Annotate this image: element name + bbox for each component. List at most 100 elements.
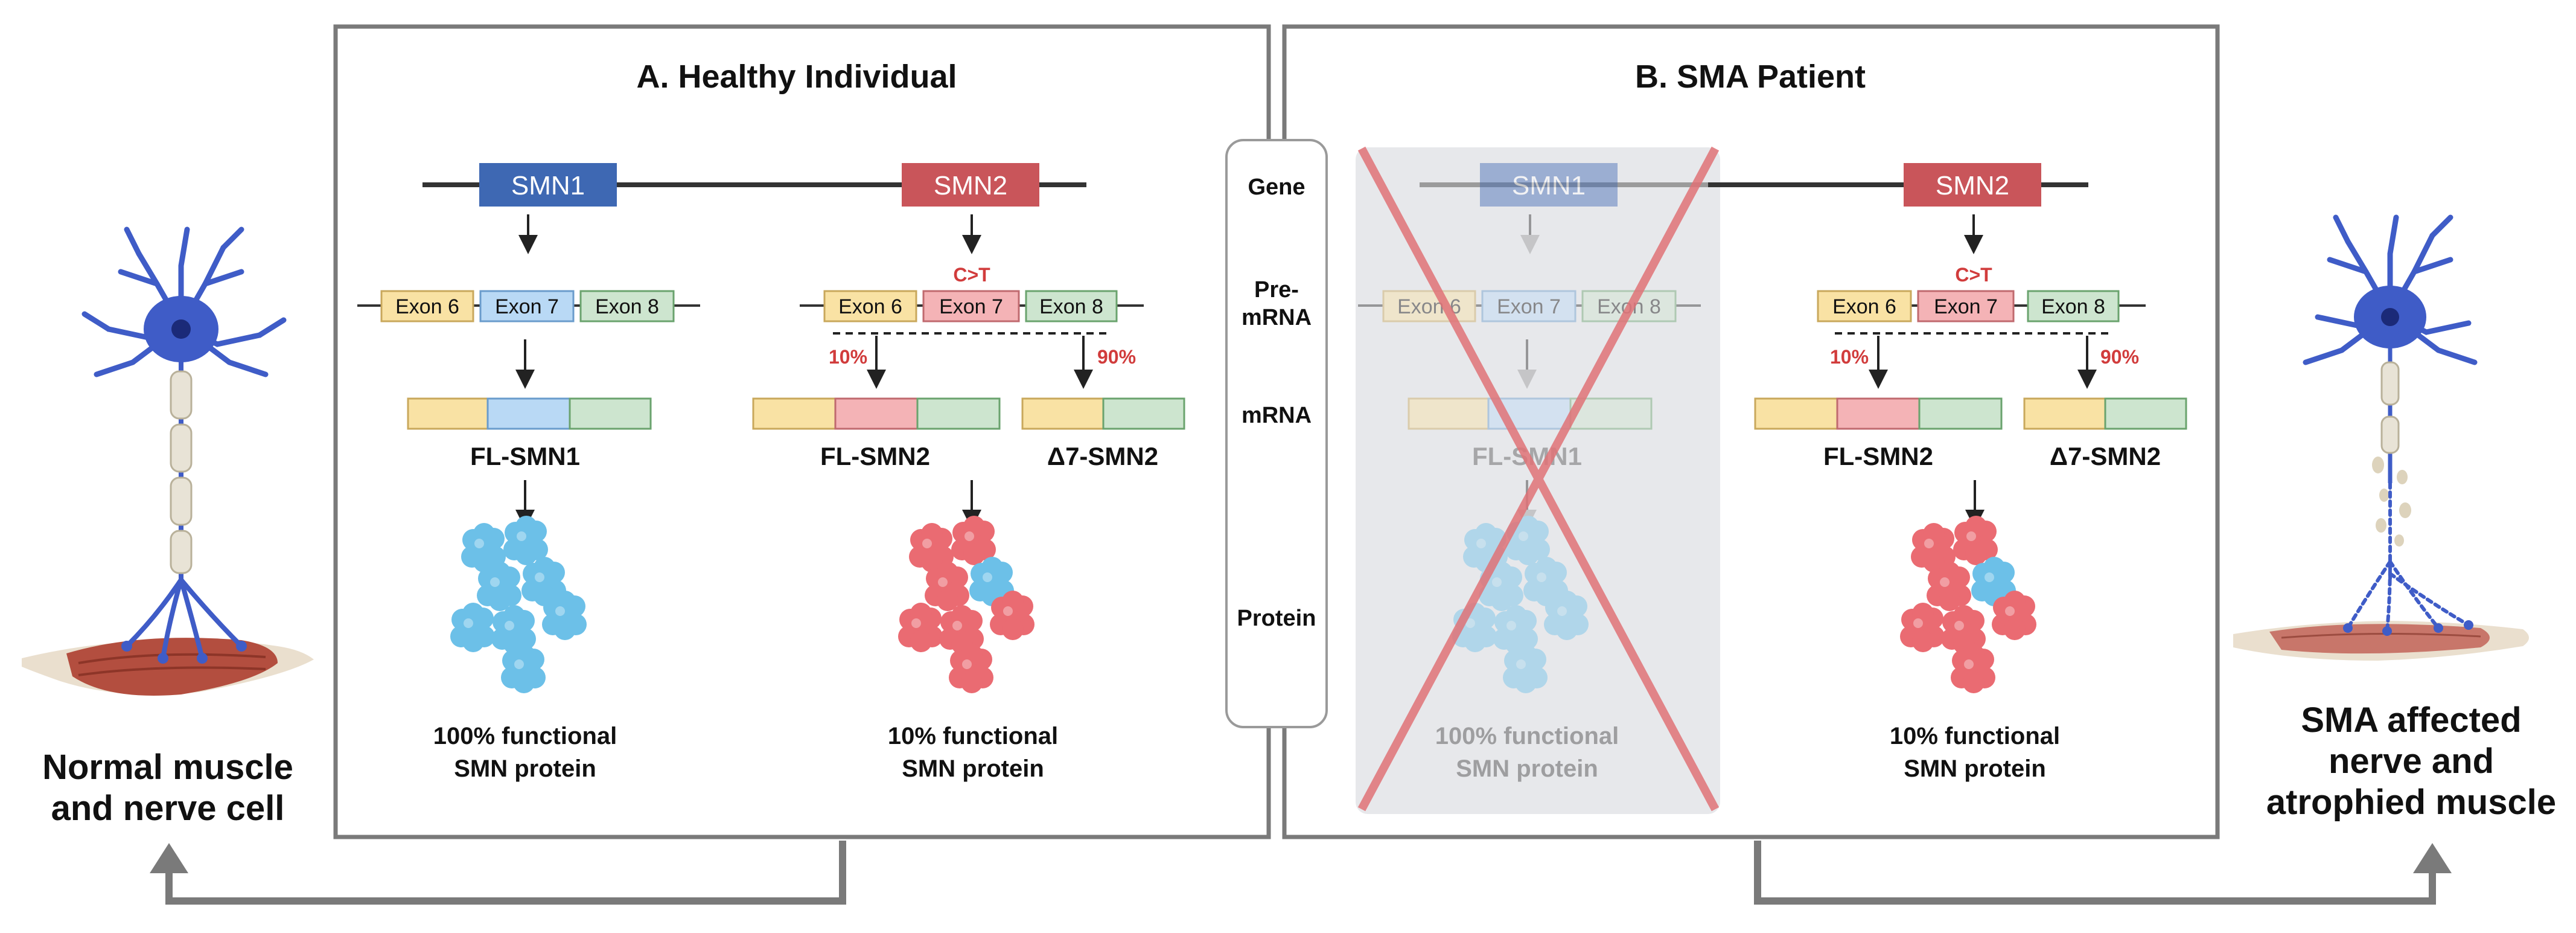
sma-caption-line3: atrophied muscle (2266, 783, 2556, 822)
d7-smn2-a-seg6 (1021, 397, 1105, 430)
smn-protein-molecule (477, 562, 521, 611)
fl-smn1-b-seg6 (1408, 397, 1490, 430)
smn-protein-molecule (909, 523, 954, 572)
healthy-smn2-protein-label-1: 10% functional (888, 723, 1058, 749)
smn-protein-molecule (461, 523, 506, 572)
smn1-a-exon6-label: Exon 6 (395, 295, 459, 318)
smn2-a-exon8 (1025, 290, 1118, 322)
smn-protein-molecule (1479, 562, 1523, 611)
smn-protein-molecule (898, 603, 943, 652)
gene-smn1-a-label: SMN1 (511, 171, 585, 200)
smn2-b-full-pct: 10% (1830, 346, 1869, 368)
smn1-a-exon8 (579, 290, 675, 322)
normal-muscle (22, 638, 314, 696)
fl-smn1-a-seg6 (407, 397, 489, 430)
smn-protein-molecule (1544, 591, 1589, 640)
stage-label-gene: Gene (1248, 175, 1305, 200)
fl-smn2-a-seg8 (916, 397, 1001, 430)
smn2-a-exon6 (823, 290, 917, 322)
connector-left-arrowhead (150, 843, 188, 873)
fl-smn1-a-seg7 (486, 397, 571, 430)
connector-right (1754, 841, 2436, 905)
healthy-smn1-protein-label-1: 100% functional (433, 723, 617, 749)
gene-smn2-b-label: SMN2 (1936, 171, 2009, 200)
stage-label-column (1225, 139, 1328, 728)
smn2-b-exon6-label: Exon 6 (1832, 295, 1896, 318)
smn1-a-exon7 (479, 290, 575, 322)
sma-caption-line1: SMA affected (2301, 701, 2521, 740)
stage-label-mrna: mRNA (1242, 403, 1312, 428)
d7-smn2-b-seg6 (2023, 397, 2106, 430)
normal-neuron-illustration (22, 226, 314, 696)
panel-a-title: A. Healthy Individual (636, 59, 957, 95)
smn1-b-exon6 (1382, 290, 1476, 322)
smn-protein-molecule (1503, 644, 1548, 693)
smn-protein-molecule (951, 516, 996, 565)
smn2-b-exon8 (2027, 290, 2120, 322)
fl-smn1-a-seg8 (569, 397, 652, 430)
smn2-b-skip-pct: 90% (2100, 346, 2139, 368)
fl-smn2-b-seg8 (1918, 397, 2003, 430)
protein-cluster-a-smn1 (450, 516, 587, 693)
smn1-a-exon8-label: Exon 8 (595, 295, 659, 318)
patient-smn2-protein-label-2: SMN protein (1904, 755, 2046, 782)
smn-protein-molecule (990, 591, 1035, 640)
smn-protein-molecule (503, 516, 548, 565)
smn2-b-exon6 (1817, 290, 1912, 322)
smn-protein-molecule (1941, 605, 1986, 655)
fl-smn2-b-seg6 (1754, 397, 1838, 430)
patient-smn1-protein-label-2: SMN protein (1456, 755, 1598, 782)
normal-caption-line2: and nerve cell (51, 789, 285, 828)
sma-neuron-illustration (2233, 214, 2529, 661)
gene-smn2-a-label: SMN2 (934, 171, 1007, 200)
smn2-a-exon8-label: Exon 8 (1039, 295, 1103, 318)
smn2-a-exon6-label: Exon 6 (838, 295, 902, 318)
smn-protein-molecule (1900, 603, 1945, 652)
panel-a-frame (333, 24, 1271, 839)
smn-protein-molecule (1493, 605, 1538, 655)
patient-smn1-protein-label-1: 100% functional (1435, 723, 1619, 749)
smn-protein-molecule (1523, 557, 1568, 606)
d7-smn2-a-seg8 (1102, 397, 1185, 430)
smn2-b-exon7-label: Exon 7 (1934, 295, 1998, 318)
smn2-b-exon8-label: Exon 8 (2041, 295, 2105, 318)
healthy-smn1-protein-label-2: SMN protein (454, 755, 596, 782)
smn2-a-mutation: C>T (953, 264, 990, 286)
gene-smn2-b (1904, 163, 2041, 207)
gene-smn2-a (902, 163, 1039, 207)
smn2-a-exon7 (922, 290, 1020, 322)
smn-protein-molecule (491, 605, 536, 655)
smn2-b-exon7 (1917, 290, 2015, 322)
smn1-b-exon7-label: Exon 7 (1497, 295, 1561, 318)
patient-smn2-protein-label-1: 10% functional (1890, 723, 2060, 749)
smn-protein-molecule (542, 591, 587, 640)
d7-smn2-a-label: Δ7-SMN2 (1047, 442, 1158, 470)
smn-protein-molecule (1463, 523, 1508, 572)
gene-smn1-b (1480, 163, 1618, 207)
healthy-smn2-protein-label-2: SMN protein (902, 755, 1044, 782)
normal-caption-line1: Normal muscle (42, 748, 293, 787)
smn-protein-molecule (1452, 603, 1497, 652)
smn2-a-skip-pct: 90% (1097, 346, 1136, 368)
stage-label-premrna-line2: mRNA (1242, 305, 1312, 330)
smn2-a-exon7-label: Exon 7 (939, 295, 1003, 318)
smn-protein-molecule (949, 644, 993, 693)
smn-protein-molecule (1951, 644, 1995, 693)
smn-protein-molecule (450, 603, 495, 652)
smn2-b-mutation: C>T (1955, 264, 1992, 286)
fl-smn2-a-seg6 (752, 397, 837, 430)
stage-label-premrna-line1: Pre- (1254, 277, 1299, 303)
fl-smn2-b-label: FL-SMN2 (1823, 442, 1933, 470)
smn1-a-exon7-label: Exon 7 (495, 295, 559, 318)
smn-protein-molecule (501, 644, 546, 693)
panel-b-title: B. SMA Patient (1635, 59, 1866, 95)
deletion-cross (1357, 146, 1720, 812)
protein-cluster-b-smn1 (1452, 516, 1589, 693)
panel-b-content: SMN1 Exon 6 Exon 7 Exon 8 FL-SMN1 100% f… (1356, 146, 2187, 814)
d7-smn2-b-seg8 (2104, 397, 2187, 430)
atrophied-muscle (2233, 621, 2529, 661)
smn-protein-molecule (1992, 591, 2036, 640)
smn2-a-full-pct: 10% (829, 346, 867, 368)
fl-smn2-a-label: FL-SMN2 (820, 442, 930, 470)
